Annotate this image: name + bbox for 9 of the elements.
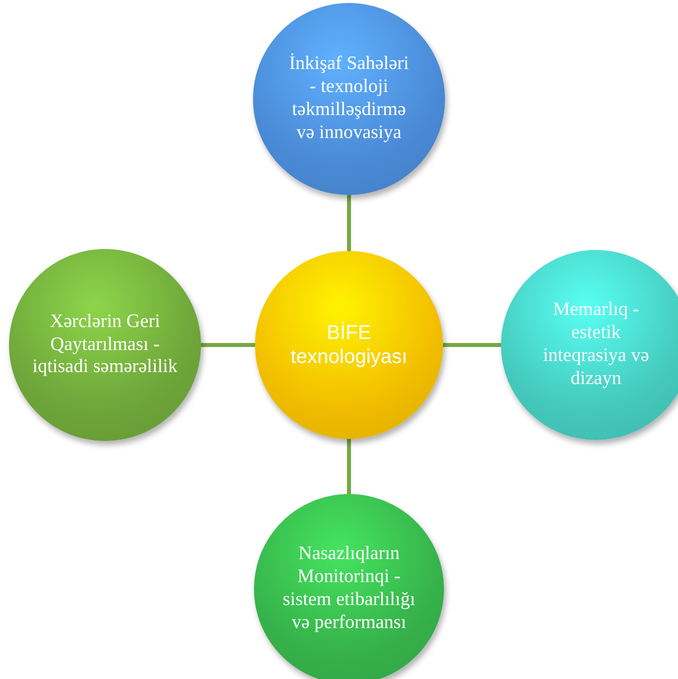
connector-line [201, 343, 255, 347]
node-label: Xərclərin Geri Qaytarılması - iqtisadi səmərəlilik [31, 310, 179, 380]
node-label: Memarlıq - estetik inteqrasiya və dizayn [542, 299, 650, 391]
node-label: BİFE texnologiyası [290, 321, 408, 369]
connector-line [347, 439, 351, 494]
connector-line [443, 343, 501, 347]
node-label: İnkişaf Sahələri - texnoloji təkmilləşdirmə və innovasiya [288, 53, 410, 145]
connector-line [347, 195, 351, 251]
node-label: Nasazlıqların Monitorinqi - sistem etibarlılığı və performansı [282, 543, 416, 635]
